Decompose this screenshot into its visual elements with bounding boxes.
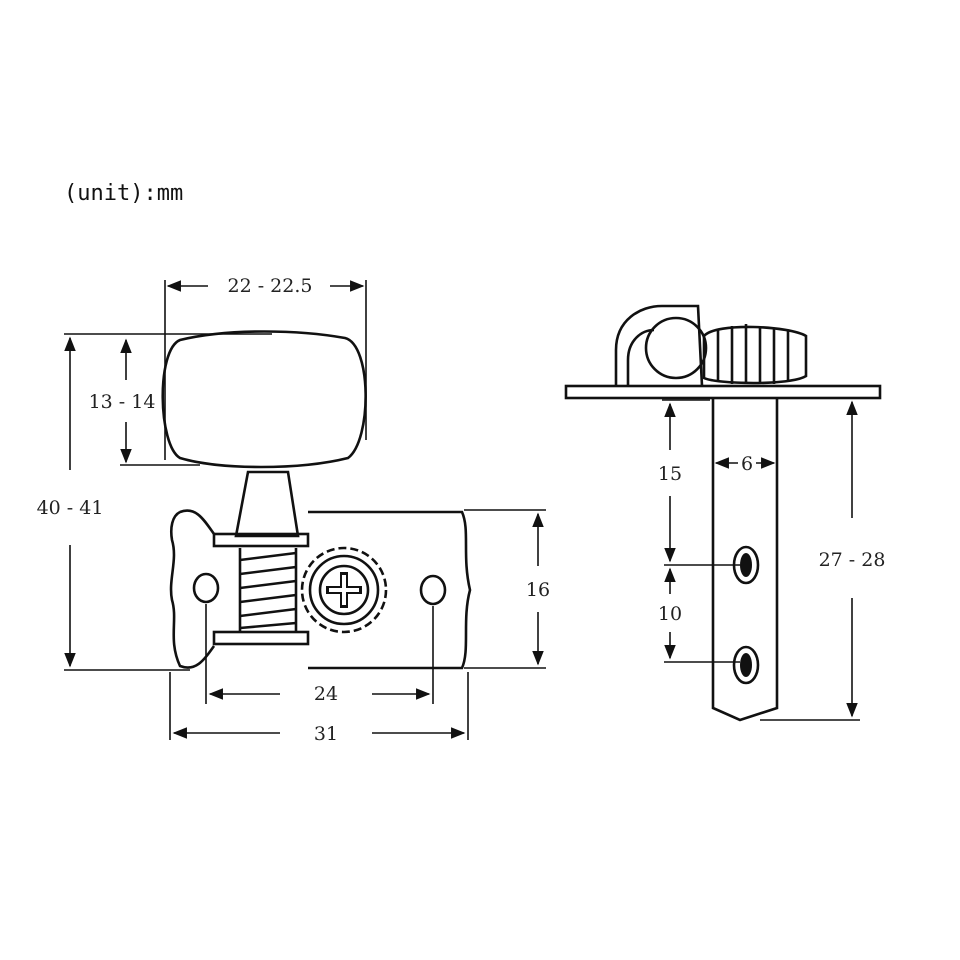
knob-button: [161, 330, 367, 469]
dim-knob-height: 13 - 14: [89, 391, 156, 413]
dim-post-top-to-hole: 15: [658, 463, 682, 485]
upper-bushing: [212, 532, 310, 548]
dim-plate-width: 31: [314, 723, 338, 745]
mounting-hole-right: [419, 574, 447, 606]
dim-hole-to-hole: 10: [658, 603, 682, 625]
dim-hole-spacing: 24: [314, 683, 338, 705]
front-view: 22 - 22.5 13 - 14 40 - 41 16 24 31: [37, 275, 551, 745]
worm-spring: [238, 548, 298, 632]
shaft-end: [644, 316, 708, 380]
post-hole-lower: [732, 645, 760, 685]
side-view: 6 15 10 27 - 28: [564, 304, 886, 722]
dim-total-height: 40 - 41: [37, 497, 104, 519]
mounting-plate: [169, 509, 472, 670]
dim-knob-width: 22 - 22.5: [228, 275, 313, 297]
side-worm-gear: [702, 324, 808, 385]
gear: [300, 546, 388, 634]
dim-plate-height: 16: [526, 579, 550, 601]
dim-post-diameter: 6: [741, 453, 753, 475]
unit-label: (unit):mm: [64, 181, 183, 206]
dim-post-length: 27 - 28: [819, 549, 886, 571]
lower-bushing: [212, 630, 310, 646]
mounting-hole-left: [192, 572, 220, 604]
string-post: [711, 398, 779, 722]
side-plate: [564, 384, 882, 400]
knob-shaft: [234, 470, 300, 538]
